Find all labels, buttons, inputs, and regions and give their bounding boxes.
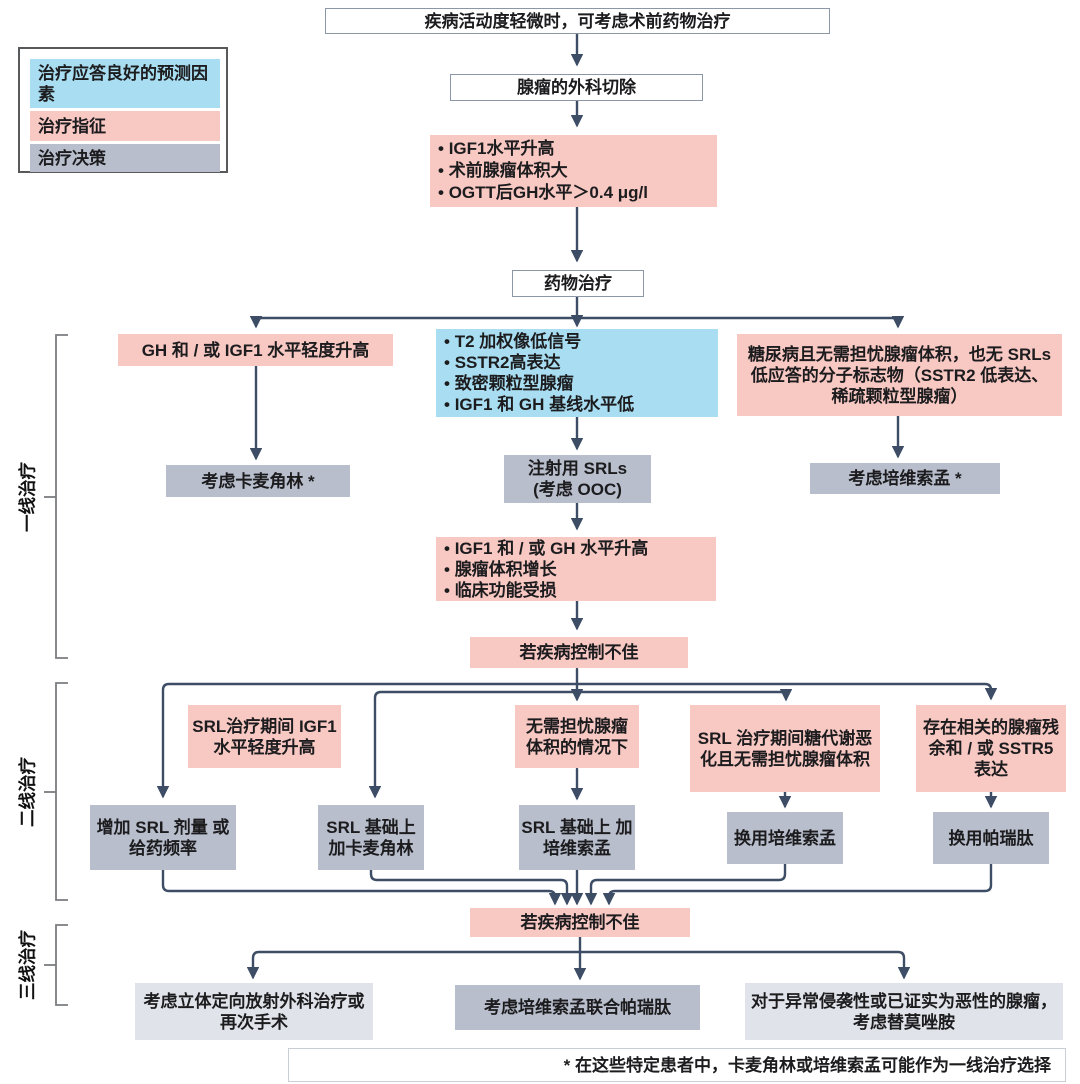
- bullet-list: T2 加权像低信号 SSTR2高表达 致密颗粒型腺瘤 IGF1 和 GH 基线水…: [444, 331, 634, 415]
- bullet-item: 临床功能受损: [444, 580, 648, 601]
- bullet-item: IGF1 和 GH 基线水平低: [444, 394, 634, 415]
- footnote: * 在这些特定患者中，卡麦角林或培维索孟可能作为一线治疗选择: [288, 1048, 1066, 1082]
- node-surgery-indications: IGF1水平升高 术前腺瘤体积大 OGTT后GH水平＞0.4 μg/l: [430, 135, 717, 207]
- legend-item-decision: 治疗决策: [30, 144, 220, 172]
- srls-line1: 注射用 SRLs: [527, 459, 628, 478]
- node-add-pegvisomant: SRL 基础上 加培维索孟: [519, 805, 635, 870]
- legend-label: 治疗应答良好的预测因素: [38, 63, 208, 104]
- node-increase-srl: 增加 SRL 剂量 或给药频率: [90, 805, 236, 870]
- node-temozolomide: 对于异常侵袭性或已证实为恶性的腺瘤，考虑替莫唑胺: [745, 983, 1063, 1040]
- node-mild-gh-igf1: GH 和 / 或 IGF1 水平轻度升高: [118, 334, 393, 366]
- bullet-item: OGTT后GH水平＞0.4 μg/l: [438, 182, 648, 204]
- node-cond-igf1-mild: SRL治疗期间 IGF1 水平轻度升高: [188, 705, 341, 768]
- node-pegvisomant-first: 考虑培维索孟 *: [810, 463, 1000, 494]
- bullet-item: 腺瘤体积增长: [444, 559, 648, 580]
- node-cond-glucose: SRL 治疗期间糖代谢恶化且无需担忧腺瘤体积: [690, 705, 880, 792]
- node-radiosurgery: 考虑立体定向放射外科治疗或再次手术: [135, 983, 373, 1040]
- bullet-item: IGF1水平升高: [438, 138, 648, 160]
- legend-item-indication: 治疗指征: [30, 111, 220, 141]
- node-srl-failure-indications: IGF1 和 / 或 GH 水平升高 腺瘤体积增长 临床功能受损: [436, 537, 716, 601]
- node-switch-pasireotide: 换用帕瑞肽: [933, 812, 1049, 864]
- legend-label: 治疗决策: [38, 148, 106, 168]
- node-srl-predictors: T2 加权像低信号 SSTR2高表达 致密颗粒型腺瘤 IGF1 和 GH 基线水…: [436, 329, 718, 417]
- srls-line2: (考虑 OOC): [533, 480, 622, 499]
- side-label-second-line: 二线治疗: [17, 757, 38, 827]
- node-poor-control-1: 若疾病控制不佳: [470, 637, 688, 668]
- node-cond-residual-sstr5: 存在相关的腺瘤残余和 / 或 SSTR5 表达: [916, 705, 1066, 792]
- node-pegv-pasireotide-combo: 考虑培维索孟联合帕瑞肽: [455, 985, 700, 1030]
- legend: 治疗应答良好的预测因素 治疗指征 治疗决策: [18, 47, 228, 173]
- node-preop-note: 疾病活动度轻微时，可考虑术前药物治疗: [325, 8, 830, 34]
- bullet-list: IGF1 和 / 或 GH 水平升高 腺瘤体积增长 临床功能受损: [444, 538, 649, 601]
- node-cond-no-tumor-concern: 无需担忧腺瘤 体积的情况下: [515, 705, 639, 768]
- node-pegvisomant-condition: 糖尿病且无需担忧腺瘤体积，也无 SRLs 低应答的分子标志物（SSTR2 低表达…: [737, 334, 1062, 416]
- node-surgery: 腺瘤的外科切除: [450, 74, 703, 101]
- legend-label: 治疗指征: [38, 116, 106, 136]
- node-add-cabergoline: SRL 基础上 加卡麦角林: [318, 805, 424, 870]
- bullet-item: IGF1 和 / 或 GH 水平升高: [444, 538, 649, 559]
- bullet-item: 术前腺瘤体积大: [438, 160, 648, 182]
- node-switch-pegvisomant: 换用培维索孟: [727, 812, 843, 864]
- bullet-item: SSTR2高表达: [444, 352, 634, 373]
- side-label-first-line: 一线治疗: [17, 462, 38, 532]
- node-drug-therapy: 药物治疗: [512, 270, 644, 297]
- legend-item-predictor: 治疗应答良好的预测因素: [30, 59, 220, 108]
- node-poor-control-2: 若疾病控制不佳: [470, 908, 690, 937]
- node-cabergoline: 考虑卡麦角林 *: [166, 465, 350, 497]
- bullet-item: 致密颗粒型腺瘤: [444, 373, 634, 394]
- side-label-third-line: 三线治疗: [17, 930, 38, 1000]
- bullet-list: IGF1水平升高 术前腺瘤体积大 OGTT后GH水平＞0.4 μg/l: [438, 138, 648, 204]
- node-injectable-srls: 注射用 SRLs (考虑 OOC): [504, 455, 651, 503]
- bullet-item: T2 加权像低信号: [444, 331, 634, 352]
